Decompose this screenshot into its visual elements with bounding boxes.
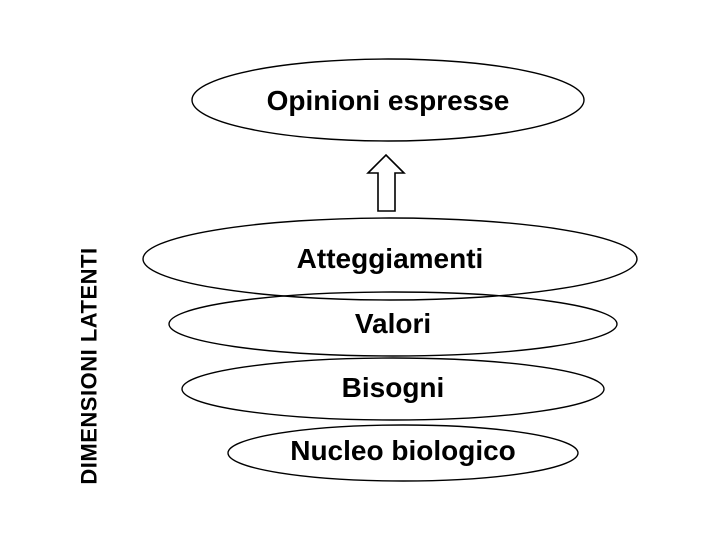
ellipse-nucleo-biologico	[227, 424, 579, 482]
side-label-dimensioni-latenti: DIMENSIONI LATENTI	[77, 247, 102, 484]
label-valori: Valori	[355, 308, 431, 339]
label-bisogni: Bisogni	[342, 372, 445, 403]
ellipse-bisogni	[181, 357, 605, 421]
label-atteggiamenti: Atteggiamenti	[297, 243, 484, 274]
ellipse-opinioni-espresse	[191, 58, 585, 142]
arrow-up-icon	[366, 153, 406, 212]
label-opinioni-espresse: Opinioni espresse	[267, 85, 510, 116]
label-nucleo-biologico: Nucleo biologico	[290, 435, 516, 466]
ellipse-valori	[168, 291, 618, 357]
ellipse-atteggiamenti	[142, 217, 638, 301]
